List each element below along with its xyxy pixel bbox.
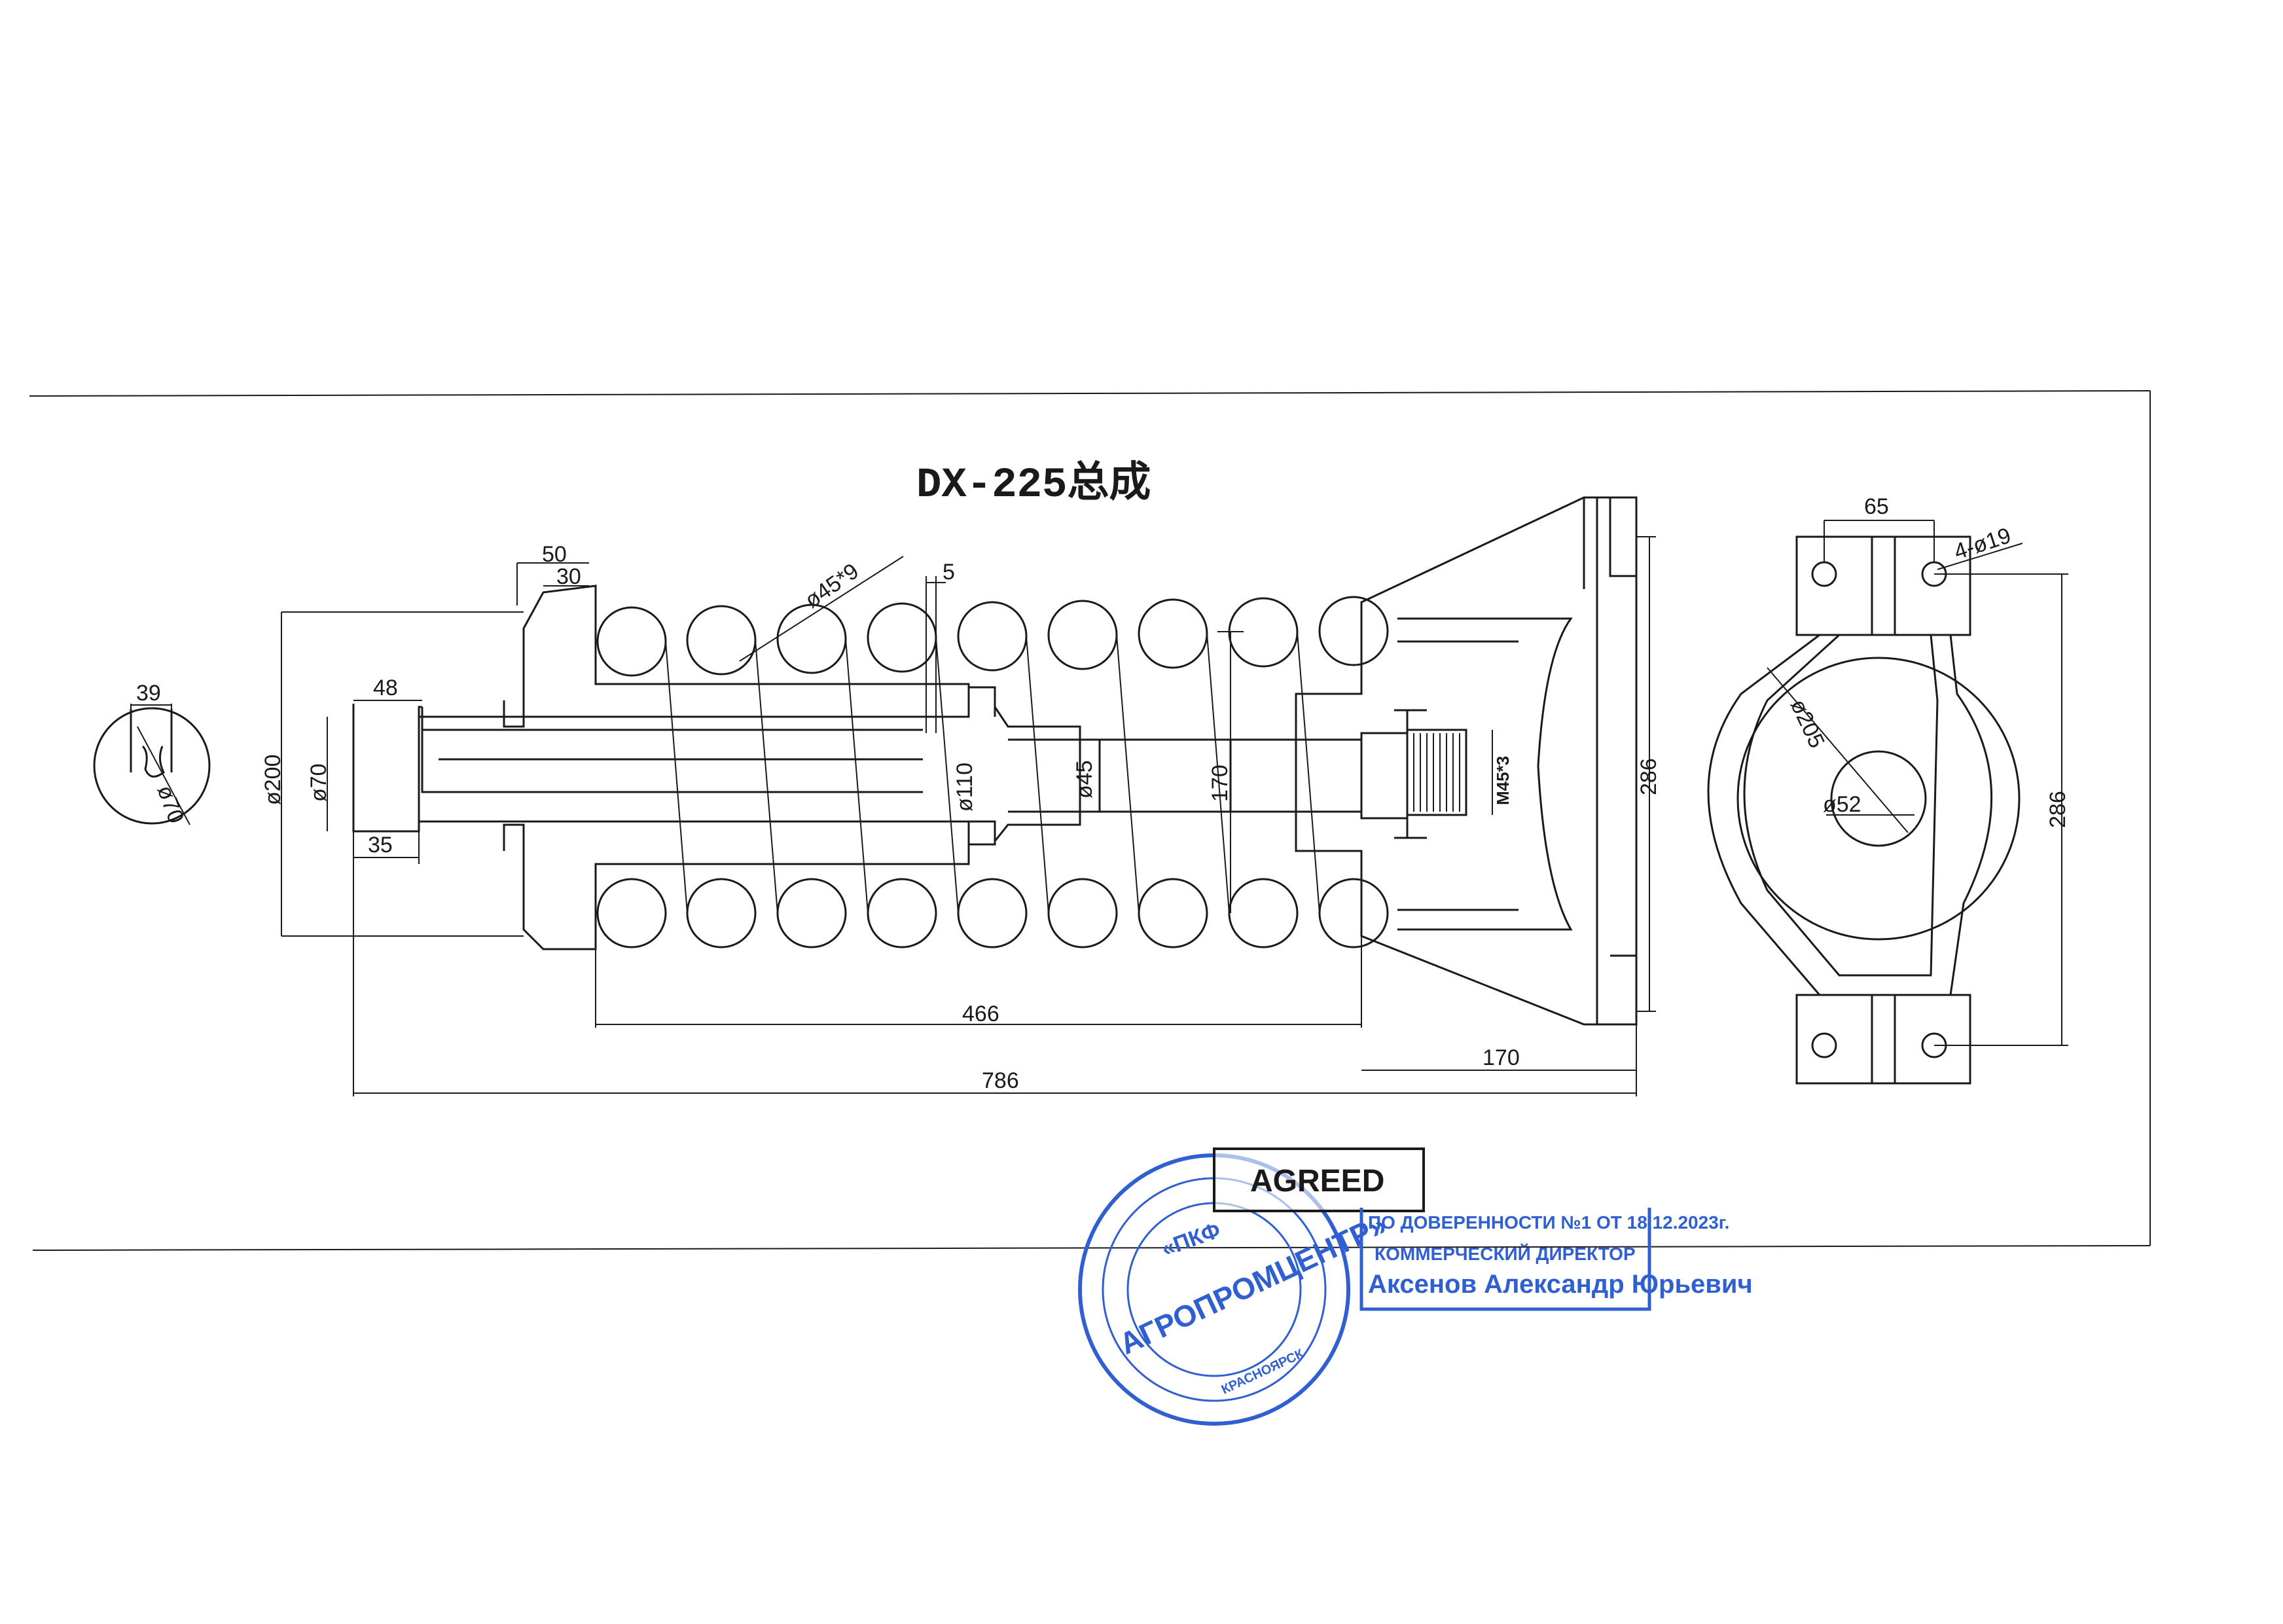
tensioner-side-view: 50 30 ø45*9 5 ø200 ø70 48 35 xyxy=(261,496,1661,1096)
dim-466: 466 xyxy=(962,1001,999,1026)
auth-line-1: ПО ДОВЕРЕННОСТИ №1 ОТ 18.12.2023г. xyxy=(1368,1212,1729,1233)
auth-line-2: КОММЕРЧЕСКИЙ ДИРЕКТОР xyxy=(1375,1243,1636,1264)
dim-286-a: 286 xyxy=(1636,758,1661,795)
dim-170-horizontal: 170 xyxy=(1483,1045,1520,1070)
seal-center-main: АГРОПРОМЦЕНТР» xyxy=(1114,1207,1392,1361)
dim-48: 48 xyxy=(373,676,398,700)
agreed-stamp: AGREED xyxy=(1213,1147,1425,1212)
authorization-stamp: ПО ДОВЕРЕННОСТИ №1 ОТ 18.12.2023г. КОММЕ… xyxy=(1359,1208,1753,1311)
dim-39: 39 xyxy=(136,681,161,706)
agreed-label: AGREED xyxy=(1250,1164,1384,1199)
dim-d52: ø52 xyxy=(1823,792,1861,817)
dim-5: 5 xyxy=(943,560,955,585)
yoke-bracket xyxy=(1295,496,1638,1026)
yoke-front-view: 65 4-ø19 ø205 ø52 286 xyxy=(1707,494,2070,1085)
dim-m45x3: M45*3 xyxy=(1493,756,1513,805)
dim-286-b: 286 xyxy=(2045,791,2070,828)
dimension-lines: 50 30 ø45*9 5 ø200 ø70 48 35 xyxy=(261,536,1661,1096)
drawing-frame xyxy=(29,390,2151,1251)
dim-4xd19: 4-ø19 xyxy=(1951,523,2014,565)
dim-d45: ø45 xyxy=(1072,760,1097,799)
dim-d70-small: ø70 xyxy=(152,782,189,827)
seal-center-top: «ПКФ xyxy=(1159,1218,1224,1261)
dim-30: 30 xyxy=(556,564,581,589)
drawing-title: DX-225总成 xyxy=(916,460,1151,509)
dim-65: 65 xyxy=(1864,494,1889,519)
dim-d70: ø70 xyxy=(306,763,331,802)
dim-d45x9: ø45*9 xyxy=(800,558,863,613)
dim-d200: ø200 xyxy=(261,755,285,806)
rod-section-view: 39 ø70 xyxy=(93,681,211,827)
dim-d110: ø110 xyxy=(952,763,977,812)
spring-coils-bottom xyxy=(596,878,1389,948)
auth-line-3: Аксенов Александр Юрьевич xyxy=(1368,1270,1753,1299)
dim-786: 786 xyxy=(982,1068,1019,1093)
spring-coils-top xyxy=(596,596,1389,677)
dim-d205: ø205 xyxy=(1786,695,1829,751)
dim-50: 50 xyxy=(542,542,567,567)
dim-170-vertical: 170 xyxy=(1208,765,1232,802)
dim-35: 35 xyxy=(368,833,393,857)
